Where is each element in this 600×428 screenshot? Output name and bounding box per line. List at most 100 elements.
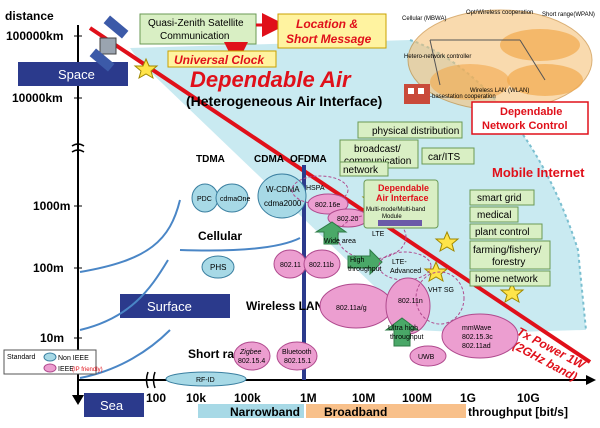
space-zone-label: Space bbox=[58, 67, 95, 82]
app-box bbox=[469, 189, 535, 206]
network-control-title: Network Control bbox=[482, 120, 568, 132]
narrowband-bar bbox=[198, 404, 304, 418]
y-tick: 100m bbox=[33, 261, 64, 275]
tdma-label: TDMA bbox=[196, 154, 225, 165]
short-range-curve bbox=[79, 329, 171, 379]
bluetooth-label: Bluetooth bbox=[282, 349, 312, 356]
network-control-inset: Cellular (MBWA) Opt/Wireless cooperation… bbox=[402, 9, 595, 111]
x-tick: 10M bbox=[352, 391, 375, 405]
y-axis-title: distance bbox=[5, 9, 54, 23]
main-title: Dependable Air bbox=[190, 67, 352, 92]
y-tick: 100000km bbox=[6, 29, 63, 43]
hspa-label: HSPA bbox=[306, 185, 325, 192]
y-axis-break bbox=[71, 143, 85, 153]
wcdma-bubble bbox=[257, 173, 307, 219]
hspa-bubble bbox=[291, 175, 349, 205]
dai-module: Multi-mode/Multi-band bbox=[366, 207, 425, 213]
x-axis-title: throughput [bit/s] bbox=[468, 405, 568, 419]
ultra-high-label: Ultra high bbox=[388, 325, 418, 332]
x-axis-break bbox=[145, 371, 156, 389]
uwb-bubble bbox=[409, 345, 447, 367]
x-tick: 10k bbox=[186, 391, 206, 405]
mmwave-label: 802.15.3c bbox=[462, 334, 493, 341]
wide-area-label: Wide area bbox=[324, 238, 356, 245]
ultra-high-arrow bbox=[384, 317, 420, 347]
network-control-title: Dependable bbox=[500, 106, 562, 118]
ultra-high-label: throughput bbox=[390, 334, 424, 341]
app-label: medical bbox=[477, 210, 511, 221]
net-label: Wireless LAN (WLAN) bbox=[470, 88, 529, 94]
high-throughput-label: High bbox=[350, 257, 365, 264]
80211ag-label: 802.11a/g bbox=[336, 305, 367, 312]
80211-label: 802.11 bbox=[280, 262, 301, 269]
80216e-bubble bbox=[307, 193, 349, 215]
app-box bbox=[469, 206, 519, 223]
legend-ieee: IEEE bbox=[58, 366, 74, 373]
x-tick: 1M bbox=[300, 391, 317, 405]
legend-non-ieee: Non IEEE bbox=[58, 355, 89, 362]
80220-label: 802.20 bbox=[337, 216, 359, 223]
qzss-box bbox=[139, 13, 257, 45]
surface-zone-badge bbox=[120, 294, 230, 318]
lte-bubble bbox=[337, 214, 407, 260]
net-label: Hetero-network controller bbox=[404, 54, 471, 60]
universal-clock-box bbox=[167, 50, 277, 68]
app-box bbox=[421, 147, 475, 165]
qzss-label: Quasi-Zenith Satellite bbox=[148, 18, 244, 29]
y-tick: 1000m bbox=[33, 199, 70, 213]
wlan-label: Wireless LAN bbox=[246, 299, 323, 313]
lte-advanced-label: LTE- bbox=[392, 259, 407, 266]
zigbee-label: 802.15.4 bbox=[238, 358, 265, 365]
star-icon bbox=[434, 230, 460, 253]
mmwave-bubble bbox=[441, 313, 519, 359]
net-label: Cellular (MBWA) bbox=[402, 16, 446, 22]
cdma-label: CDMA bbox=[254, 154, 284, 165]
broadband-bar bbox=[306, 404, 466, 418]
pdc-label: PDC bbox=[197, 196, 212, 203]
qzss-label: Communication bbox=[160, 31, 229, 42]
80211b-bubble bbox=[303, 249, 341, 279]
net-label: Short range(WPAN) bbox=[542, 12, 595, 18]
net-label: Opt/Wireless cooperation bbox=[466, 10, 533, 16]
app-label: broadcast/ bbox=[354, 144, 401, 155]
cdma2000-label: cdma2000 bbox=[264, 199, 302, 208]
dai-box bbox=[363, 179, 439, 229]
narrowband-label: Narrowband bbox=[230, 405, 300, 419]
app-box bbox=[469, 223, 543, 240]
location-label: Location & bbox=[296, 17, 358, 31]
x-tick: 100 bbox=[146, 391, 166, 405]
dai-chip-icon bbox=[378, 220, 422, 226]
mmwave-label: mmWave bbox=[462, 325, 491, 332]
tx-power-line bbox=[88, 26, 592, 364]
wlan-curve bbox=[79, 259, 169, 331]
network-control-box bbox=[471, 101, 589, 135]
surface-zone-label: Surface bbox=[147, 299, 192, 314]
app-label: plant control bbox=[475, 227, 529, 238]
app-box bbox=[469, 240, 551, 270]
satellite-icon bbox=[89, 15, 129, 72]
x-tick: 10G bbox=[517, 391, 540, 405]
vht-label: VHT SG bbox=[428, 287, 454, 294]
x-tick: 100k bbox=[234, 391, 261, 405]
app-label: smart grid bbox=[477, 193, 521, 204]
legend-ieee-note: (IP friendly) bbox=[72, 367, 103, 373]
uwb-label: UWB bbox=[418, 354, 435, 361]
x-tick: 100M bbox=[402, 391, 432, 405]
y-tick: 10000km bbox=[12, 91, 63, 105]
vht-bubble bbox=[415, 271, 465, 325]
app-label: farming/fishery/ bbox=[473, 245, 542, 256]
wide-area-arrow bbox=[314, 221, 348, 245]
legend-title: Standard bbox=[7, 354, 36, 361]
y-tick: 10m bbox=[40, 331, 64, 345]
app-label: physical distribution bbox=[372, 126, 459, 137]
dai-module: Module bbox=[382, 214, 402, 220]
zigbee-label: Zigbee bbox=[239, 349, 262, 356]
broadband-label: Broadband bbox=[324, 405, 387, 419]
bluetooth-label: 802.15.1 bbox=[284, 358, 311, 365]
zigbee-bubble bbox=[233, 341, 271, 371]
cellular-label: Cellular bbox=[198, 229, 242, 243]
sub-title: (Heterogeneous Air Interface) bbox=[186, 93, 382, 109]
phs-bubble bbox=[201, 255, 235, 279]
80211b-label: 802.11b bbox=[309, 262, 334, 269]
